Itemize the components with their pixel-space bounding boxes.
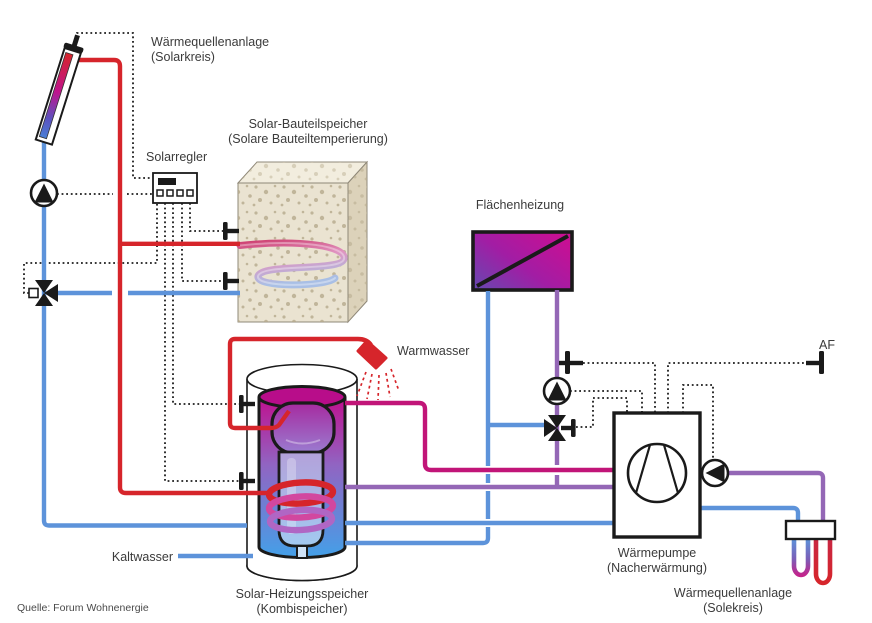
solar-collector — [34, 34, 84, 146]
shower-spray — [356, 368, 400, 401]
surface-heating-panel — [471, 230, 574, 292]
tank-inner-vessel — [270, 401, 336, 455]
label-heat-pump-2: (Nacherwärmung) — [607, 561, 707, 575]
controller-button — [166, 189, 174, 197]
label-cold-water: Kaltwasser — [112, 550, 173, 564]
label-combi-storage-2: (Kombispeicher) — [256, 602, 347, 616]
ground-probe-assembly — [784, 519, 837, 586]
labels: Wärmequellenanlage (Solarkreis) Solarreg… — [17, 35, 835, 616]
collector-sensor-icon — [63, 34, 84, 53]
block-heating-coil-icon — [236, 239, 348, 289]
label-solar-collector-2: (Solarkreis) — [151, 50, 215, 64]
solar-pump-icon — [29, 178, 59, 208]
heating-pump-icon — [542, 376, 572, 406]
label-solar-controller: Solarregler — [146, 150, 207, 164]
label-combi-storage-1: Solar-Heizungsspeicher — [236, 587, 369, 601]
controller-display — [158, 178, 176, 185]
controller-button — [186, 189, 194, 197]
block-sensor-icon — [223, 222, 239, 240]
controller-button — [176, 189, 184, 197]
solar-controller — [152, 172, 198, 204]
temperature-sensors — [223, 222, 824, 490]
block-sensor-icon — [223, 272, 239, 290]
label-surface-heating: Flächenheizung — [476, 198, 564, 212]
concrete-storage-block — [236, 160, 369, 324]
mixing-valve-icon — [544, 415, 576, 441]
brine-pump-icon — [700, 458, 730, 488]
heating-flow-sensor-icon — [559, 351, 583, 374]
label-component-storage-2: (Solare Bauteiltemperierung) — [228, 132, 388, 146]
compressor-icon — [626, 442, 688, 504]
label-component-storage-1: Solar-Bauteilspeicher — [249, 117, 368, 131]
heat-pump — [612, 411, 702, 539]
outdoor-sensor-icon — [806, 351, 824, 374]
tank-sensor-icon — [239, 395, 255, 413]
controller-button — [156, 189, 164, 197]
tank-sensor-icon — [239, 472, 255, 490]
source-caption: Quelle: Forum Wohnenergie — [17, 602, 149, 614]
label-brine-source-1: Wärmequellenanlage — [674, 586, 792, 600]
solar-three-way-valve-icon — [28, 280, 58, 306]
label-brine-source-2: (Solekreis) — [703, 601, 763, 615]
manifold — [784, 519, 837, 541]
ground-probe-icon — [813, 539, 833, 586]
label-outdoor-sensor: AF — [819, 338, 835, 352]
shower-icon — [356, 339, 400, 401]
label-hot-water: Warmwasser — [397, 344, 469, 358]
ground-probe-icon — [791, 539, 811, 578]
control-lines — [23, 32, 806, 482]
storage-tank — [246, 363, 358, 582]
label-heat-pump-1: Wärmepumpe — [618, 546, 697, 560]
label-solar-collector-1: Wärmequellenanlage — [151, 35, 269, 49]
